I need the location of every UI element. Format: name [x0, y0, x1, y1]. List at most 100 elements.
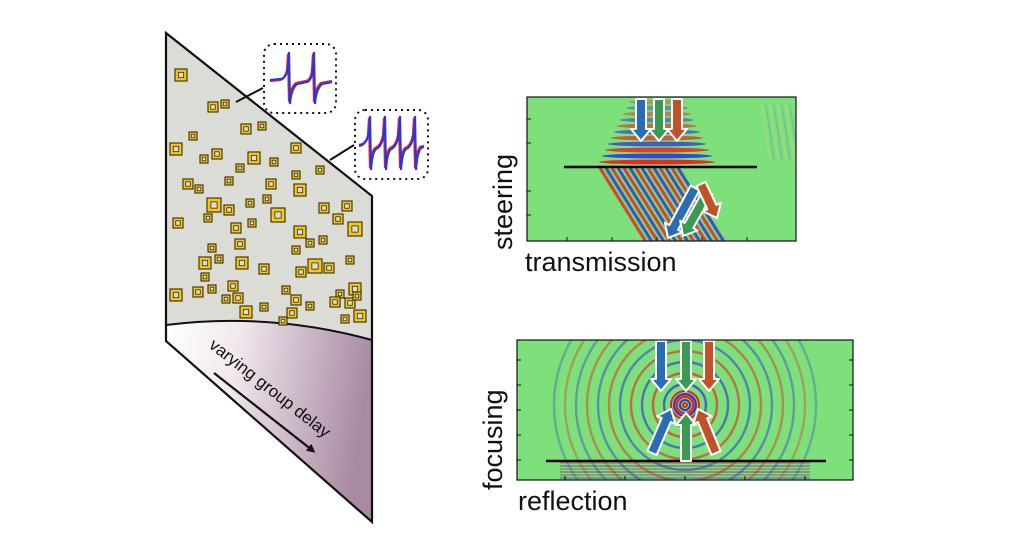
resonator-inner — [261, 266, 267, 272]
incident-wavefront — [608, 141, 706, 147]
transmitted-wavefront — [610, 167, 660, 241]
resonator-inner — [226, 207, 232, 213]
resonator-inner — [347, 300, 353, 306]
resonator-inner — [201, 156, 207, 162]
resonator-inner — [344, 203, 350, 209]
inset-1-leader — [235, 87, 264, 103]
inset-2-curve-blue — [358, 115, 425, 171]
resonator-inner — [351, 285, 359, 293]
resonator-inner — [356, 312, 364, 320]
transmitted-wavefront — [598, 167, 648, 241]
transmitted-wavefront — [616, 167, 666, 241]
resonator-inner — [293, 297, 299, 303]
transmission-plot-frame — [526, 96, 797, 242]
resonator-inner — [249, 220, 255, 226]
wave-arrow — [695, 180, 722, 219]
reflection-ticks — [517, 359, 853, 480]
resonator-inner — [321, 205, 327, 211]
steering-label: steering — [488, 153, 518, 250]
resonator-inner — [280, 318, 286, 324]
resonator-inner — [261, 304, 267, 310]
resonance-inset-1 — [235, 43, 337, 114]
focal-spot — [679, 399, 691, 411]
resonator-inner — [202, 274, 208, 280]
resonator-inner — [243, 126, 249, 132]
incident-wavefront — [602, 153, 712, 159]
resonator-inner — [237, 241, 243, 247]
resonator-inner — [230, 283, 236, 289]
side-ripple — [785, 104, 795, 161]
wave-arrow — [646, 408, 677, 456]
resonator-inner — [264, 196, 270, 202]
resonator-inner — [196, 186, 202, 192]
resonator-inner — [307, 240, 313, 246]
wave-arrow — [663, 184, 701, 239]
resonator-inner — [175, 220, 181, 226]
transmitted-wavefront — [622, 167, 672, 241]
focused-wavefront — [563, 340, 807, 480]
resonator-inner — [283, 287, 289, 293]
resonator-inner — [222, 101, 228, 107]
reflection-label: reflection — [518, 486, 628, 516]
resonator-inner — [205, 215, 211, 221]
resonance-inset-2 — [329, 109, 429, 180]
side-ripple — [773, 104, 783, 161]
wave-arrow — [648, 98, 670, 142]
reflection-plot — [516, 339, 854, 481]
incident-wavefront — [605, 147, 709, 153]
resonator-inner — [235, 295, 241, 301]
inset-1-box — [263, 43, 337, 114]
resonator-inner — [296, 228, 304, 236]
resonator-inner — [233, 225, 239, 231]
resonator-inner — [347, 257, 353, 263]
resonator-inner — [223, 296, 229, 302]
side-ripple — [769, 104, 779, 161]
inset-1-curve-blue — [269, 51, 333, 105]
wave-arrow — [650, 340, 672, 392]
focused-wavefront — [607, 340, 763, 480]
direction-arrow — [213, 372, 316, 453]
transmission-plot — [526, 96, 797, 242]
resonator-inner — [317, 167, 323, 173]
resonator-inner — [247, 200, 253, 206]
focused-wavefront — [618, 340, 752, 472]
resonator-array — [169, 68, 367, 326]
focal-spot — [682, 402, 688, 408]
incident-wavefront — [599, 159, 715, 165]
resonator-inner — [332, 299, 338, 305]
resonator-inner — [298, 269, 304, 275]
resonator-inner — [209, 286, 215, 292]
panel-outline — [164, 30, 374, 525]
resonator-inner — [293, 172, 299, 178]
resonator-inner — [250, 154, 258, 162]
side-ripple — [789, 104, 796, 152]
resonator-inner — [293, 247, 299, 253]
resonator-inner — [289, 310, 295, 316]
wave-arrow — [630, 98, 652, 142]
resonator-inner — [242, 308, 250, 316]
resonator-inner — [259, 123, 265, 129]
reflection-arrows — [646, 340, 722, 462]
focused-wavefront — [552, 340, 818, 480]
resonator-inner — [238, 259, 246, 267]
resonator-inner — [342, 316, 348, 322]
resonator-inner — [326, 265, 332, 271]
side-ripple — [761, 104, 771, 161]
resonator-inner — [214, 151, 220, 157]
focused-wavefront — [574, 340, 796, 480]
transmission-label: transmission — [525, 247, 677, 277]
transmission-arrows — [630, 98, 722, 239]
inset-2-leader — [329, 144, 355, 161]
resonator-inner — [268, 181, 274, 187]
transmitted-wavefront — [604, 167, 654, 241]
wave-arrow — [666, 98, 688, 142]
resonator-inner — [335, 216, 341, 222]
resonator-inner — [274, 211, 282, 219]
resonator-inner — [237, 165, 243, 171]
resonator-inner — [320, 237, 326, 243]
resonator-inner — [210, 201, 218, 209]
resonator-inner — [172, 145, 180, 153]
inset-2-box — [354, 109, 429, 180]
resonator-inner — [190, 133, 196, 139]
